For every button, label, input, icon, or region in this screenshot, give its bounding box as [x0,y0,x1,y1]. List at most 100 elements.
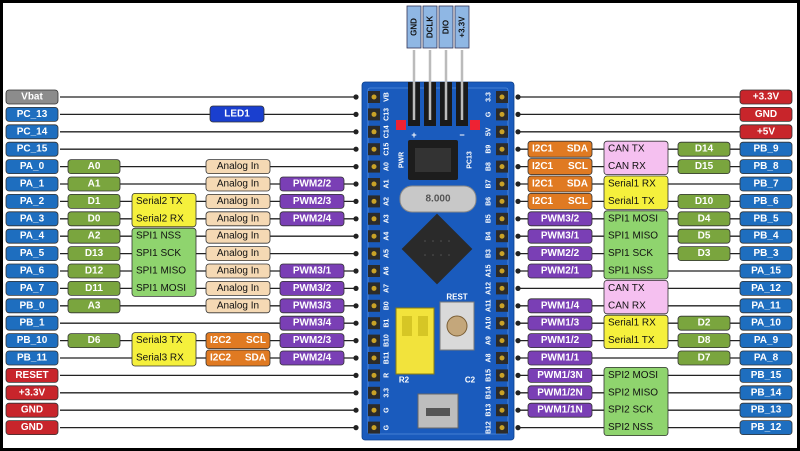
pwr-led [396,120,406,130]
function-group-box [603,314,669,350]
function-group-line: SPI2 MOSI [608,370,658,381]
function-group-line: SPI2 SCK [608,405,653,416]
board-silk-right: B4 [486,232,493,241]
right-pin-label: PB_15 [739,367,793,383]
mcu-marking [424,254,426,256]
left-pin-box [5,228,59,244]
left-pin-label: PA_0 [5,159,59,175]
right-pin-box [739,280,793,296]
right-i2c-signal: SCL [568,161,588,172]
right-connector-dot [515,320,521,326]
left-pin-label: Vbat [5,89,59,105]
debug-pin-label-box [454,5,470,49]
function-group-box [603,140,669,175]
left-pin-label: PA_2 [5,193,59,209]
left-pwm-box [279,280,345,296]
board-header-pad [499,216,505,222]
function-group-line: SPI2 NSS [608,422,653,433]
board-header-pad [499,233,505,239]
right-pwm-label: PWM1/3N [537,370,583,381]
right-pin-box [739,176,793,192]
function-group-line: SPI1 NSS [608,266,653,277]
right-i2c-label: I2C1 [532,179,554,190]
analog-in-box [205,228,271,244]
function-group-box [131,332,197,367]
crystal-oscillator [399,185,477,213]
board-silk-left: R [384,373,391,378]
function-group-line: Serial1 RX [608,318,656,329]
left-i2c-label: I2C2 [210,335,232,346]
right-i2c-signal: SCL [568,196,588,207]
left-connector-dot [353,390,359,396]
left-pwm-label: PWM2/3 [293,335,332,346]
analog-in-label: Analog In [217,266,259,277]
left-connector-dot [353,320,359,326]
pc13-silk: PC13 [467,151,474,169]
right-digital-box [677,141,731,157]
function-group-box [131,192,197,228]
right-pin-text: PB_6 [753,196,778,207]
board-header-pad [371,146,377,152]
mcu-marking [448,254,450,256]
right-digital-box [677,193,731,209]
analog-in-box [205,176,271,192]
right-pwm-box [527,367,593,383]
board-silk-right: B14 [486,386,493,399]
board-silk-right: G [486,111,493,117]
left-pin-text: PA_5 [20,248,45,259]
pwr-silk: PWR [399,152,406,168]
right-digital-box [677,315,731,331]
reset-button[interactable] [446,315,468,337]
debug-pin-label: DCLK [422,5,438,49]
left-pwm-label: PWM2/4 [293,353,332,364]
right-pin-text: +3.3V [753,92,780,103]
board-header-pad [371,198,377,204]
right-pin-text: PB_9 [753,144,778,155]
right-pwm-label: PWM1/3 [541,318,580,329]
board-silk-left: A4 [384,232,391,241]
left-i2c-box [205,349,271,367]
board-header-pad [371,355,377,361]
board-header-pad [499,355,505,361]
right-pin-text: PB_15 [751,370,782,381]
board-header-pad [371,320,377,326]
voltage-regulator-top [415,148,451,172]
right-pin-label: PA_11 [739,298,793,314]
right-pin-label: PB_8 [739,159,793,175]
left-pin-box [5,298,59,314]
right-pwm-box [527,402,593,418]
left-pin-box [5,89,59,105]
debug-pin-label: GND [406,5,422,49]
board-header-pad [499,146,505,152]
right-connector-dot [515,129,521,135]
right-pin-box [739,246,793,262]
left-pin-box [5,385,59,401]
function-group-line: Serial2 RX [136,213,184,224]
right-i2c-label: I2C1 [532,161,554,172]
board-silk-right: B8 [486,162,493,171]
right-i2c-signal: SDA [567,144,588,155]
analog-in-box [205,246,271,262]
left-connector-dot [353,233,359,239]
right-pwm-box [527,246,593,262]
right-connector-dot [515,285,521,291]
left-pin-text: PA_2 [20,196,45,207]
left-digital-label: A2 [88,231,101,242]
right-i2c-signal: SDA [567,179,588,190]
right-pin-label: PB_7 [739,176,793,192]
left-digital-box [67,159,121,175]
mcu-marking [432,254,434,256]
right-pwm-box [527,350,593,366]
left-pin-label: PA_1 [5,176,59,192]
left-pwm-box [279,350,345,366]
left-connector-dot [353,111,359,117]
left-connector-dot [353,285,359,291]
left-connector-dot [353,198,359,204]
right-pin-box [739,420,793,436]
analog-in-label: Analog In [217,300,259,311]
board-header-pad [499,303,505,309]
right-pin-box [739,89,793,105]
board-silk-right: A11 [486,299,493,312]
right-pin-label: PB_9 [739,141,793,157]
